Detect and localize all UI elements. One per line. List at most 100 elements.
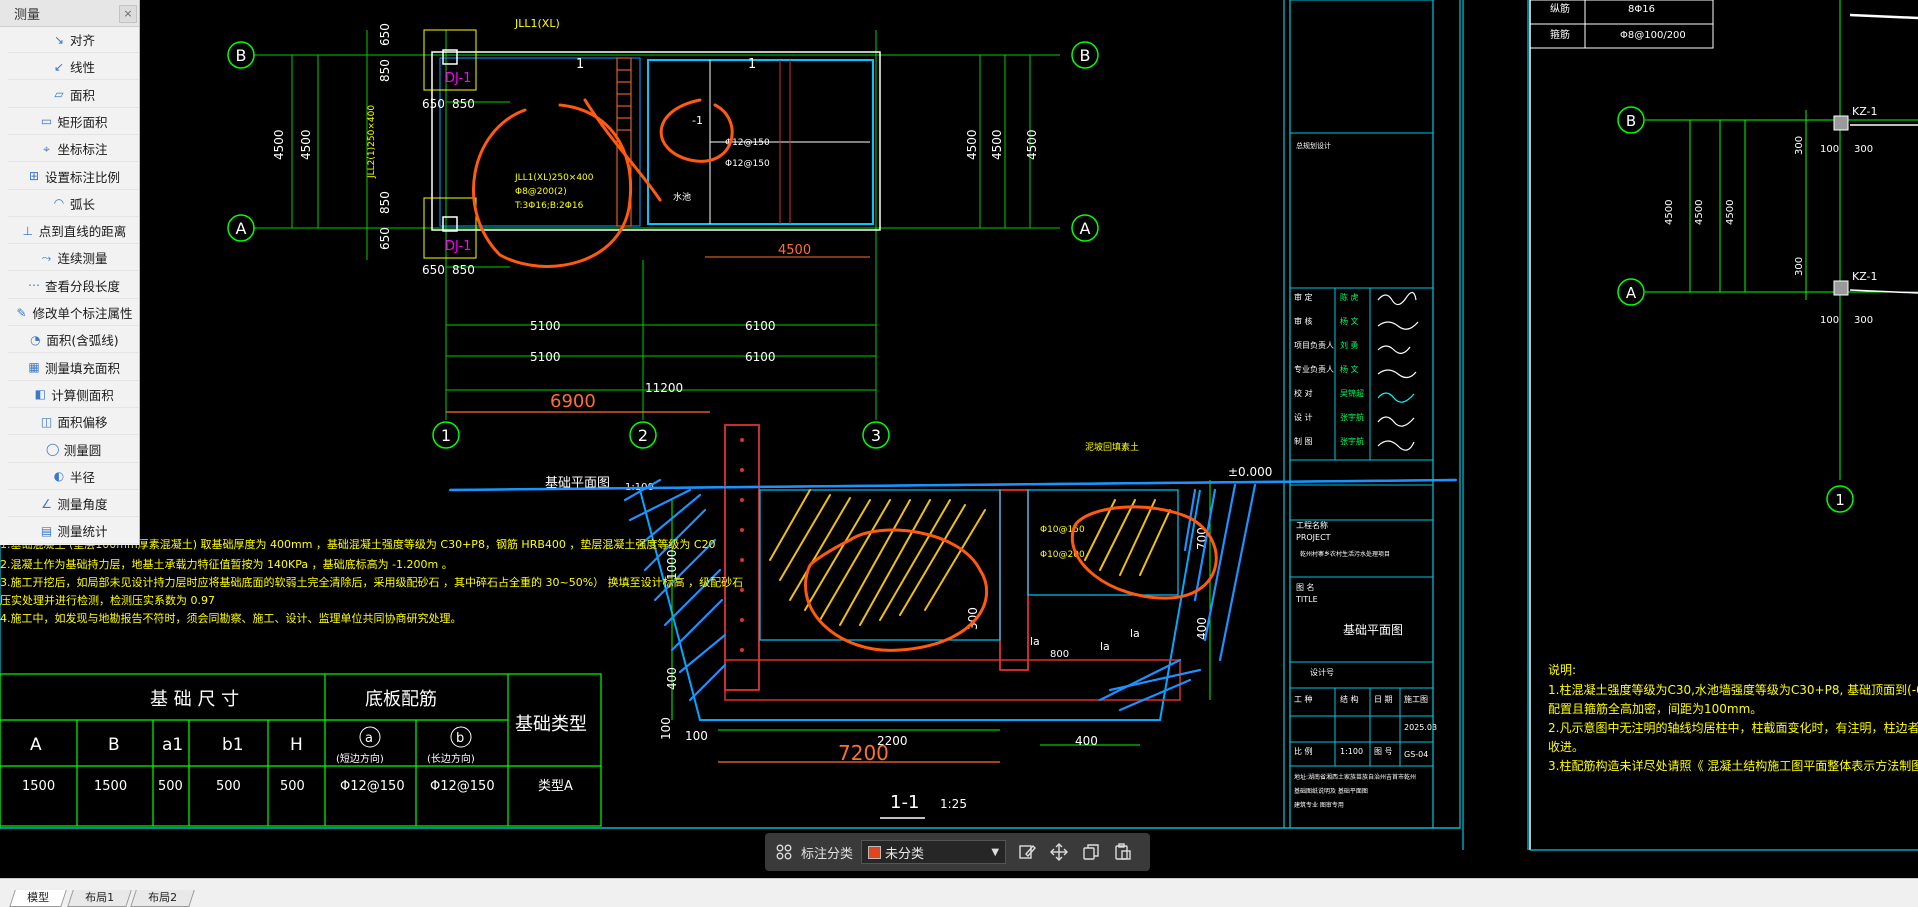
close-icon[interactable]: × bbox=[119, 5, 137, 23]
axis-label-b-right: B bbox=[1080, 46, 1091, 65]
right-note: 配置且箍筋全高加密，间距为100mm。 bbox=[1548, 701, 1762, 716]
design-notes: 1.基础混凝土 (垫层100mm厚素混凝土) 取基础厚度为 400mm ，基础混… bbox=[0, 537, 743, 625]
measure-tool-offset-area[interactable]: ◫面积偏移 bbox=[8, 409, 139, 436]
tb-name: 陈 虎 bbox=[1340, 292, 1359, 302]
annotation-category-select[interactable]: 未分类 ▼ bbox=[861, 840, 1007, 864]
table-sub-a-note: (短边方向) bbox=[336, 752, 384, 765]
tb-title-label: 图 名 bbox=[1296, 582, 1315, 592]
section-mark: 1 bbox=[748, 57, 756, 72]
category-color-swatch bbox=[868, 845, 882, 859]
measure-tool-edit-dim[interactable]: ✎修改单个标注属性 bbox=[8, 300, 139, 326]
axis-label-2: 2 bbox=[638, 426, 648, 445]
measure-tool-circle[interactable]: ◯测量圆 bbox=[8, 437, 139, 463]
tb-edition: 工 种 bbox=[1294, 694, 1313, 704]
rebar-table-value: 8Φ16 bbox=[1628, 4, 1655, 15]
measure-tool-continuous[interactable]: ⤳连续测量 bbox=[8, 245, 139, 272]
beam-side-label: JLL2(1)250×400 bbox=[367, 105, 377, 179]
dim-text: 4500 bbox=[1694, 200, 1705, 225]
dim-text: 4500 bbox=[778, 243, 811, 258]
copy-icon[interactable] bbox=[1080, 841, 1102, 863]
table-col: B bbox=[108, 735, 120, 755]
axis-label-b-right-sheet: B bbox=[1626, 112, 1636, 130]
right-note: 3.柱配筋构造未详尽处请照《 混凝土结构施工图平面整体表示方法制图规则和构造详图… bbox=[1548, 758, 1918, 773]
measure-tool-coordinate[interactable]: ⌖坐标标注 bbox=[8, 136, 139, 163]
dim-text: 1000 bbox=[665, 549, 679, 580]
measure-tool-hatch-area[interactable]: ▦测量填充面积 bbox=[8, 355, 139, 381]
tab-label: 布局2 bbox=[148, 891, 178, 904]
hatch-area-icon: ▦ bbox=[28, 360, 40, 375]
table-cell: Φ12@150 bbox=[430, 779, 495, 794]
side-area-icon: ◧ bbox=[34, 387, 46, 402]
radius-icon: ◐ bbox=[53, 469, 65, 484]
tab-model[interactable]: 模型 bbox=[9, 890, 67, 907]
right-note: 2.凡示意图中无注明的轴线均居柱中，柱截面变化时，有注明，柱边者说这不变处，相对… bbox=[1548, 720, 1918, 735]
dim-text: 300 bbox=[1794, 257, 1805, 276]
table-cell: 500 bbox=[216, 779, 241, 794]
dim-text: 4500 bbox=[1725, 200, 1736, 225]
dim-text: 400 bbox=[1075, 734, 1098, 748]
tb-project-name: 乾州村寨乡农村生活污水处理项目 bbox=[1300, 550, 1390, 558]
table-cell: 500 bbox=[280, 779, 305, 794]
tb-bottom: 基础图纸说明及 基础平面图 bbox=[1294, 787, 1368, 795]
dim-text: 850 bbox=[378, 191, 392, 214]
stats-icon: ▤ bbox=[40, 523, 53, 538]
right-note: 说明: bbox=[1548, 662, 1576, 677]
dim-text: 650 bbox=[422, 263, 445, 277]
anchor-label: la bbox=[1100, 640, 1110, 653]
pool-label: 水池 bbox=[673, 191, 691, 203]
measure-tool-side-area[interactable]: ◧计算侧面积 bbox=[8, 382, 139, 408]
measure-tool-linear[interactable]: ↙线性 bbox=[8, 54, 139, 81]
dim-text: 850 bbox=[452, 97, 475, 111]
dim-text: 300 bbox=[1854, 144, 1873, 155]
tb-design-unit: 总规划设计 bbox=[1296, 141, 1331, 150]
foundation-plan: B B A A 1 2 3 650 850 850 650 4500 4500 … bbox=[227, 17, 1099, 449]
measure-tool-stats[interactable]: ▤ 测量统计 bbox=[8, 518, 139, 545]
tb-drawing-no-label: 图 号 bbox=[1374, 747, 1393, 756]
measured-dim-6900: 6900 bbox=[550, 391, 596, 412]
tb-project-label: 工程名称 bbox=[1296, 520, 1328, 530]
measure-tool-label: 设置标注比例 bbox=[44, 169, 120, 185]
table-cell: 500 bbox=[158, 779, 183, 794]
tab-layout2[interactable]: 布局2 bbox=[130, 890, 195, 907]
rebar-table-value: Φ8@100/200 bbox=[1620, 30, 1686, 41]
cad-drawing-canvas[interactable]: B B A A 1 2 3 650 850 850 650 4500 4500 … bbox=[0, 0, 1918, 878]
dim-text: 4500 bbox=[1664, 200, 1675, 225]
measure-tool-rect-area[interactable]: ▭矩形面积 bbox=[8, 109, 139, 135]
table-col: a1 bbox=[162, 735, 183, 755]
category-value: 未分类 bbox=[885, 846, 925, 862]
dim-text: 800 bbox=[1050, 649, 1069, 660]
axis-label-b-left: B bbox=[236, 46, 247, 65]
paste-icon[interactable] bbox=[1112, 841, 1134, 863]
tb-scale: 1:100 bbox=[1340, 747, 1363, 756]
measure-tool-arc-area[interactable]: ◔面积(含弧线) bbox=[8, 327, 139, 354]
grid-icon[interactable] bbox=[773, 841, 795, 863]
rebar-label: Φ10@200 bbox=[1040, 550, 1085, 560]
measure-tool-point-line[interactable]: ⊥点到直线的距离 bbox=[8, 218, 139, 245]
measure-tool-label: 半径 bbox=[69, 469, 95, 485]
tab-layout1[interactable]: 布局1 bbox=[67, 890, 132, 907]
note-line: 4.施工中，如发现与地勘报告不符时，须会同勘察、施工、设计、监理单位共同协商研究… bbox=[0, 611, 462, 625]
tb-title: 基础平面图 bbox=[1343, 623, 1403, 637]
measure-tool-radius[interactable]: ◐ 半径 bbox=[8, 464, 139, 490]
section-scale: 1:25 bbox=[940, 797, 967, 811]
dim-text: 850 bbox=[452, 263, 475, 277]
measure-panel-header[interactable]: 测量 × bbox=[0, 0, 139, 27]
tb-signer: 项目负责人 bbox=[1294, 340, 1334, 350]
measure-tool-angle[interactable]: ∠测量角度 bbox=[8, 491, 139, 518]
measure-tool-label: 线性 bbox=[69, 60, 95, 76]
layout-tab-bar: 模型 布局1 布局2 bbox=[0, 878, 1918, 907]
tb-name: 吴锦超 bbox=[1340, 388, 1364, 398]
table-sub-a: a bbox=[365, 731, 373, 746]
measure-tool-align[interactable]: ↘对齐 bbox=[8, 27, 139, 53]
measure-tool-arc-length[interactable]: ◠弧长 bbox=[8, 191, 139, 217]
annotation-category-label: 标注分类 bbox=[801, 846, 854, 862]
footing-label: DJ-1 bbox=[445, 71, 471, 86]
plan-title: 基础平面图 bbox=[545, 476, 610, 491]
table-cell: 1500 bbox=[94, 779, 127, 794]
measure-tool-label: 测量统计 bbox=[57, 524, 108, 540]
measure-tool-area[interactable]: ▱面积 bbox=[8, 82, 139, 108]
measure-tool-scale[interactable]: ⊞设置标注比例 bbox=[8, 164, 139, 190]
move-icon[interactable] bbox=[1048, 841, 1070, 863]
measure-tool-segment[interactable]: ⋯查看分段长度 bbox=[8, 273, 139, 299]
edit-icon[interactable] bbox=[1016, 841, 1038, 863]
